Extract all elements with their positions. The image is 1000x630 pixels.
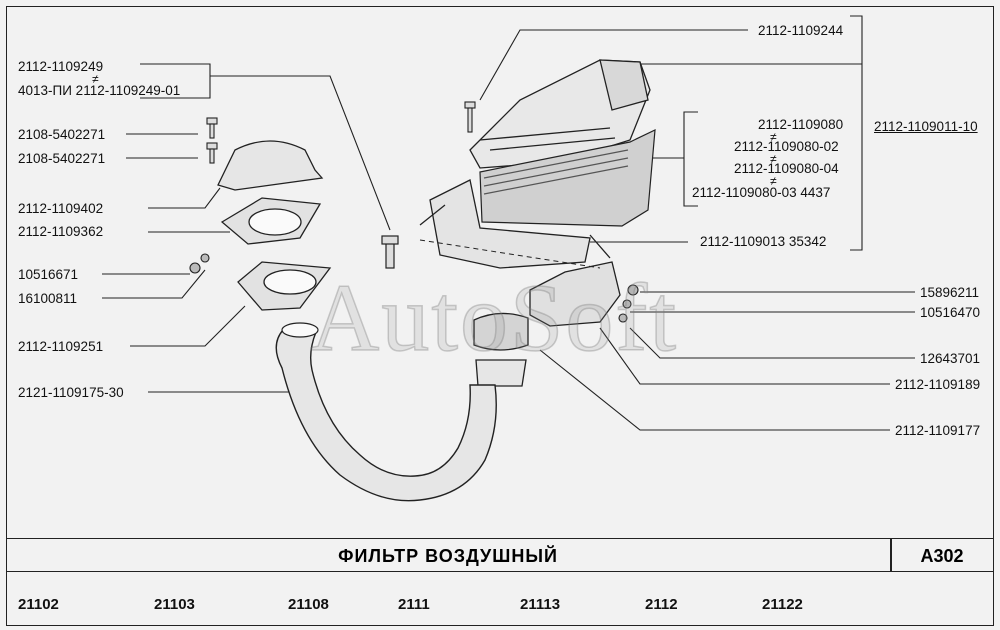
parts-diagram: [102, 15, 915, 502]
sensor-bracket: [529, 261, 621, 327]
leader-p22: [539, 349, 890, 431]
filter-cover: [469, 59, 651, 169]
label-part-2112-1109080: 2112-1109080: [758, 117, 844, 132]
label-part-2108-5402271-a: 2108-5402271: [18, 127, 106, 142]
leader-p18: [130, 305, 246, 347]
intake-pipe: [275, 329, 497, 502]
title-bar: ФИЛЬТР ВОЗДУШНЫЙ A302: [6, 538, 994, 572]
label-part-2112-1109080-03: 2112-1109080-03 4437: [692, 185, 831, 200]
leader-p02-to-part: [210, 75, 391, 231]
leader-p15: [102, 269, 206, 299]
diagram-title: ФИЛЬТР ВОЗДУШНЫЙ: [338, 546, 558, 566]
not-interchangeable-mark: ≠: [770, 130, 777, 144]
filter-housing: [419, 179, 611, 269]
label-part-2112-1109402: 2112-1109402: [18, 201, 104, 216]
filter-element: [479, 129, 656, 227]
model-link[interactable]: 21108: [288, 596, 329, 613]
label-part-2112-1109362: 2112-1109362: [18, 224, 104, 239]
label-part-12643701: 12643701: [920, 351, 981, 366]
label-part-2112-1109080-04: 2112-1109080-04: [734, 161, 839, 176]
model-link[interactable]: 2112: [645, 596, 678, 613]
model-link[interactable]: 21102: [18, 596, 59, 613]
screws: [206, 101, 476, 164]
not-interchangeable-mark: ≠: [770, 174, 777, 188]
leader-p02: [140, 63, 211, 99]
pipe-end: [281, 322, 319, 338]
label-part-2108-5402271-b: 2108-5402271: [18, 151, 106, 166]
label-part-2112-1109177: 2112-1109177: [895, 423, 981, 438]
bolt: [381, 235, 399, 269]
label-part-2112-1109244: 2112-1109244: [758, 23, 844, 38]
clamp-hose: [473, 312, 529, 387]
model-link[interactable]: 21122: [762, 596, 803, 613]
label-part-15896211: 15896211: [920, 285, 980, 300]
not-interchangeable-mark: ≠: [92, 72, 99, 86]
label-part-10516671: 10516671: [18, 267, 79, 282]
model-link[interactable]: 2111: [398, 596, 430, 613]
leader-p01: [479, 29, 748, 101]
watermark: AutoSoft: [309, 263, 679, 372]
label-part-2121-1109175-30: 2121-1109175-30: [18, 385, 124, 400]
leader-bracket-p05: [683, 111, 698, 207]
leader-p19: [629, 327, 915, 359]
label-part-2112-1109249: 2112-1109249: [18, 59, 104, 74]
title-separator: [890, 539, 892, 571]
gasket: [220, 197, 322, 245]
label-part-16100811: 16100811: [18, 291, 78, 306]
leader-p11: [148, 187, 221, 209]
flange: [237, 261, 332, 311]
label-part-2112-1109189: 2112-1109189: [895, 377, 981, 392]
dashed-assembly-line: [419, 239, 601, 269]
diagram-code: A302: [920, 546, 964, 566]
heat-shield: [217, 140, 324, 191]
drawing-frame: [6, 6, 994, 626]
label-part-4013-pi: 4013-ПИ 2112-1109249-01: [18, 83, 181, 98]
leader-bracket-p01-p13: [850, 15, 863, 251]
label-part-10516470: 10516470: [920, 305, 981, 320]
model-link[interactable]: 21113: [520, 596, 561, 613]
leader-p21: [599, 327, 890, 385]
model-link[interactable]: 21103: [154, 596, 195, 613]
label-part-2112-1109080-02: 2112-1109080-02: [734, 139, 839, 154]
label-part-2112-1109011-10: 2112-1109011-10: [874, 119, 978, 134]
nuts: [189, 253, 639, 323]
label-part-2112-1109013: 2112-1109013 35342: [700, 234, 827, 249]
label-part-2112-1109251: 2112-1109251: [18, 339, 104, 354]
not-interchangeable-mark: ≠: [770, 152, 777, 166]
